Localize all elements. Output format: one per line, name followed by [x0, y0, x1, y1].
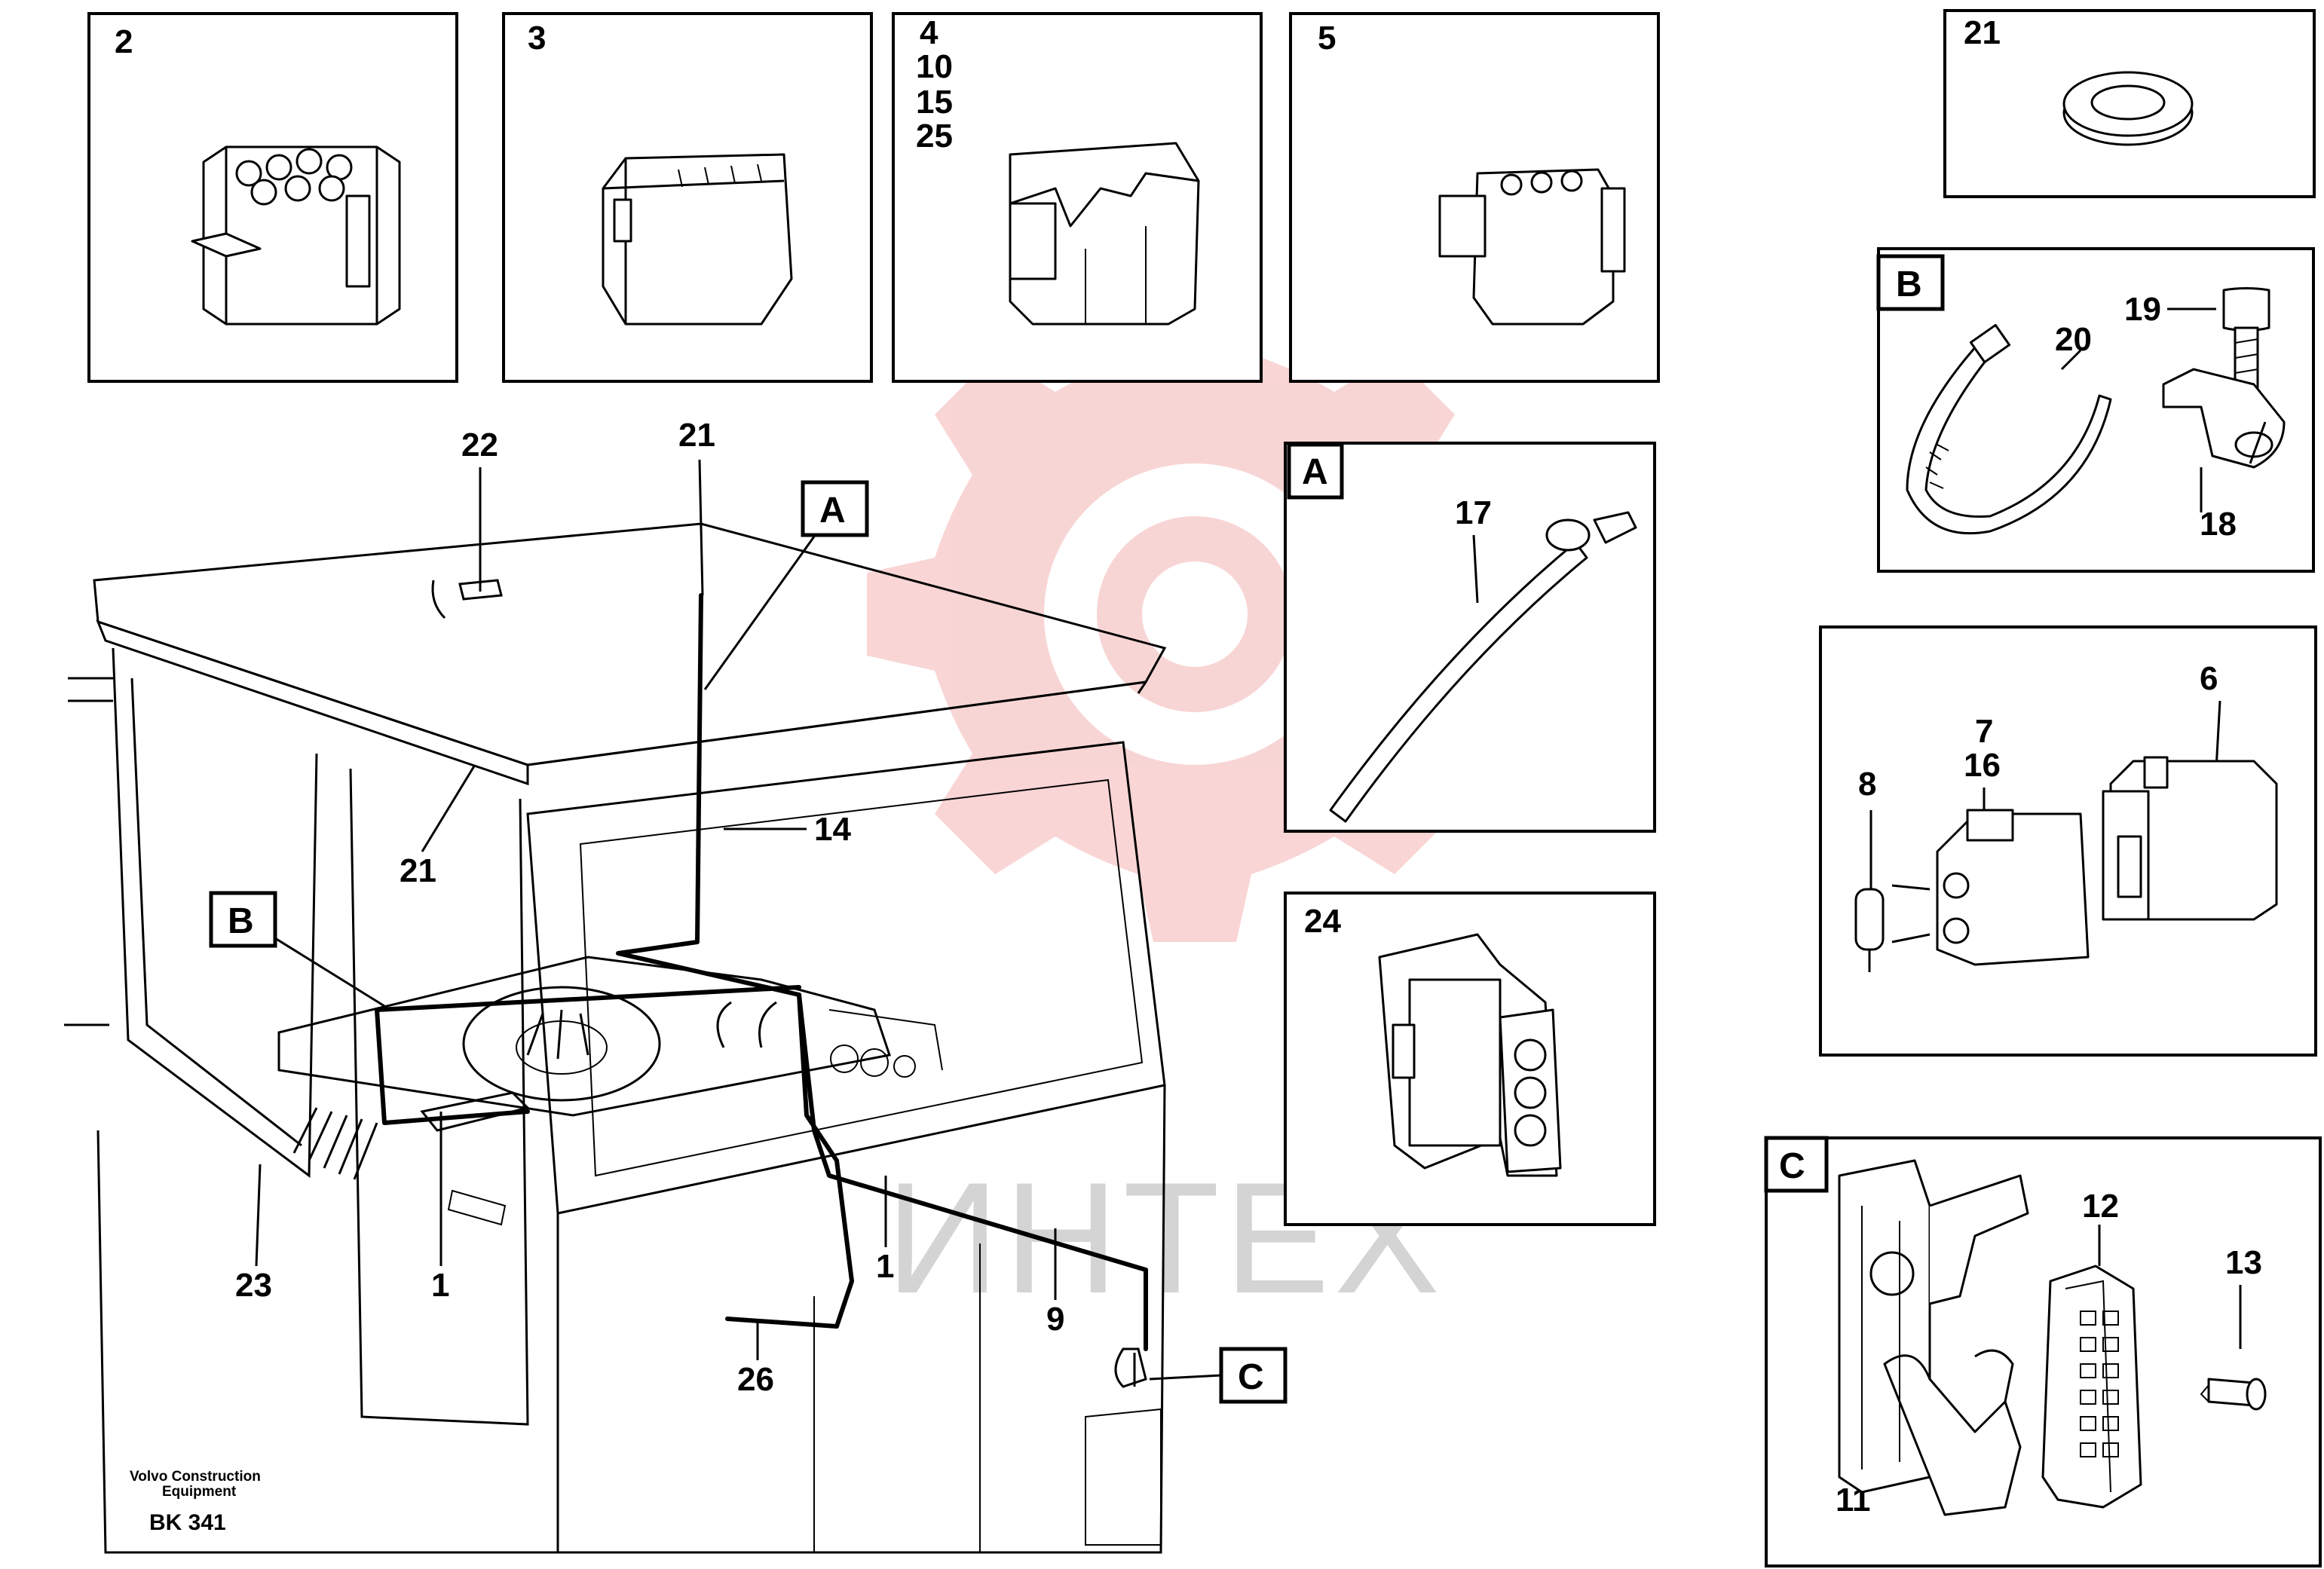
panel-6-detail: 6 7 16 8 [1819, 625, 2317, 1057]
label-5: 5 [1318, 20, 1336, 57]
detail-tag-A: A [1302, 452, 1328, 492]
grommet-icon [2062, 71, 2194, 146]
cable-tie-icon [1906, 323, 2112, 535]
connector-5-icon [1438, 168, 1626, 326]
label-12: 12 [2082, 1188, 2119, 1225]
panel-B-detail: B 19 20 18 [1876, 247, 2315, 573]
callout-22: 22 [461, 427, 498, 463]
panel-5: 5 [1289, 12, 1660, 383]
detail-tag-B: B [1896, 265, 1922, 304]
connector-3-icon [602, 153, 793, 326]
screw-13-icon [2200, 1378, 2267, 1411]
caption-code: BK 341 [149, 1510, 226, 1535]
panel-2: 2 [87, 12, 458, 383]
callout-tag-C: C [1238, 1357, 1264, 1397]
plug-housing-6-icon [2102, 756, 2278, 921]
label-10: 10 [916, 48, 953, 85]
callout-9: 9 [1046, 1301, 1064, 1338]
callout-tag-B: B [228, 901, 254, 941]
relay-12-icon [2041, 1265, 2142, 1509]
callout-21-left: 21 [400, 852, 436, 889]
label-15: 15 [916, 84, 953, 121]
label-25: 25 [916, 118, 953, 154]
label-8: 8 [1858, 766, 1876, 803]
label-17: 17 [1455, 494, 1492, 531]
label-4: 4 [920, 14, 938, 51]
bracket-11-icon [1838, 1159, 2029, 1516]
connector-2-icon [191, 145, 401, 326]
callout-tag-A: A [819, 491, 846, 531]
label-21-panel: 21 [1964, 14, 2001, 51]
connector-7-icon [1891, 809, 2090, 966]
main-callouts: 22 21 21 14 23 1 1 9 26 A B C [209, 417, 1288, 1404]
panel-C-detail: C 12 13 11 [1764, 1136, 2322, 1567]
label-7: 7 [1975, 713, 1993, 750]
caption-maker-line1: Volvo Construction [130, 1469, 261, 1485]
cable-strap-icon [1329, 511, 1637, 823]
callout-26: 26 [737, 1361, 774, 1398]
callout-14: 14 [814, 811, 851, 848]
cab-illustration: Volvo Construction Equipment BK 341 [64, 522, 1167, 1554]
clip-screw-icon [2162, 287, 2286, 512]
callout-21-top: 21 [678, 417, 715, 454]
panel-21: 21 [1943, 9, 2316, 198]
connector-24-icon [1378, 933, 1562, 1177]
label-24: 24 [1304, 903, 1341, 940]
caption-maker-line2: Equipment [162, 1484, 237, 1500]
pin-8-icon [1854, 888, 1885, 972]
label-20: 20 [2055, 321, 2092, 358]
panel-24: 24 [1284, 892, 1656, 1226]
detail-tag-C: C [1779, 1146, 1805, 1186]
label-19: 19 [2124, 291, 2161, 328]
callout-1-left: 1 [431, 1267, 449, 1304]
panel-4: 4 10 15 25 [892, 12, 1263, 383]
label-2: 2 [115, 23, 133, 60]
panel-3: 3 [502, 12, 873, 383]
panel-A-detail: A 17 [1284, 442, 1656, 833]
label-6: 6 [2200, 660, 2218, 697]
label-3: 3 [528, 20, 546, 57]
callout-23: 23 [235, 1267, 272, 1304]
connector-4-icon [1009, 142, 1200, 326]
label-16: 16 [1964, 747, 2001, 784]
label-13: 13 [2225, 1244, 2262, 1281]
label-18: 18 [2200, 506, 2237, 543]
callout-1-right: 1 [876, 1248, 894, 1285]
